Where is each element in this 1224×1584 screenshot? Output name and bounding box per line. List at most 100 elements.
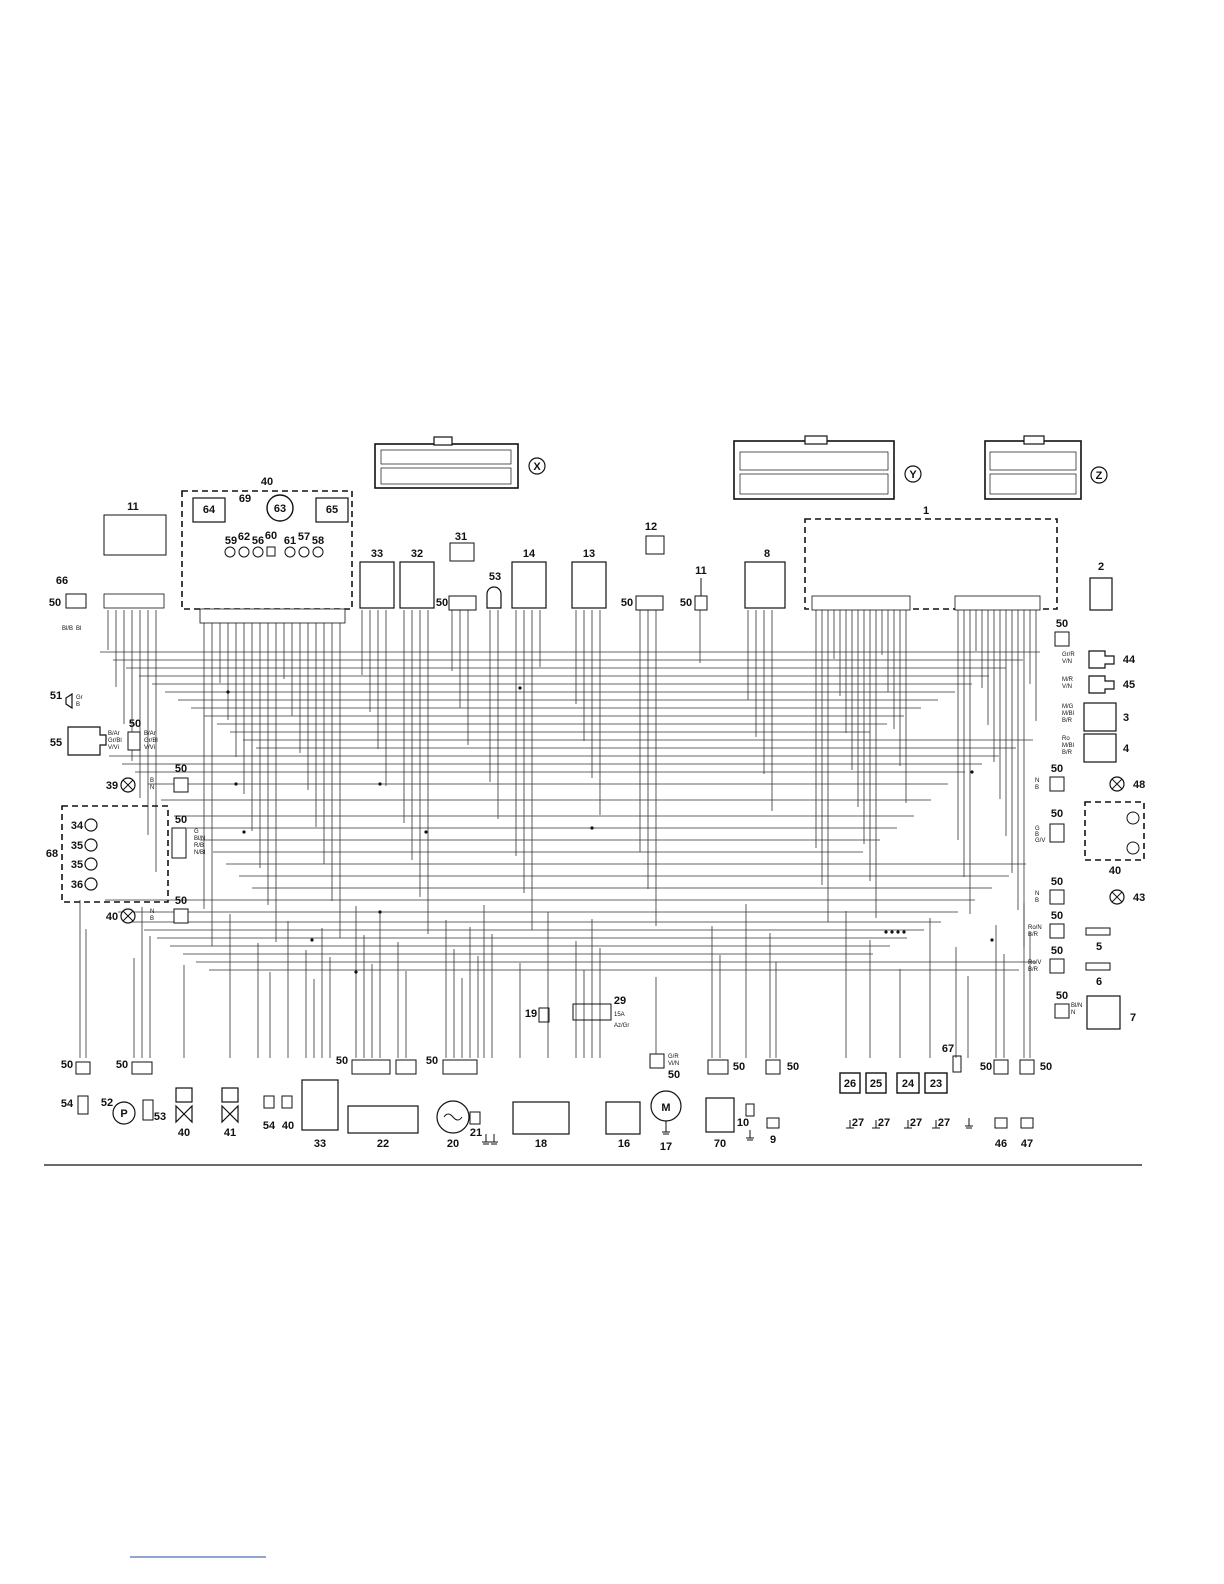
label-57: 56 [252, 535, 264, 547]
wire-29: Az/Gr [614, 1023, 629, 1029]
wire-69-c: R/B [194, 843, 204, 849]
label-55: 54 [61, 1098, 74, 1110]
label-1: 1 [923, 505, 929, 517]
label-50-38: 50 [175, 895, 187, 907]
label-50-69: 50 [175, 814, 187, 826]
component-4: 4 Ro M/Bl B/R [1062, 733, 1130, 763]
label-39: 40 [282, 1120, 294, 1132]
label-14: 13 [583, 548, 595, 560]
relay-15: 14 [511, 548, 547, 609]
wire-7-b: N [1071, 1010, 1075, 1016]
wire-43-b: B [1035, 898, 1039, 904]
wire-56-a: B/Ar [108, 731, 120, 737]
wire-17-b: Vi/N [668, 1061, 679, 1067]
label-41: 40 [1109, 865, 1121, 877]
wire-69-d: N/Bl [194, 850, 205, 856]
label-60: 59 [225, 535, 237, 547]
label-44: 44 [1123, 654, 1136, 666]
wire-5-b: B/R [1028, 932, 1039, 938]
wire-4-b: M/Bl [1062, 743, 1074, 749]
turn-lights-41: 40 50 G B G/V [1035, 801, 1145, 877]
sensor-51: 53 [486, 571, 502, 609]
relay-16: 16 [605, 1101, 641, 1150]
fuse-rating: 15A [614, 1012, 625, 1018]
label-42: 40 [261, 476, 273, 488]
label-50-22: 50 [336, 1055, 348, 1067]
wire-48-a: N [1035, 778, 1039, 784]
label-67: 66 [56, 575, 68, 587]
label-50-43: 50 [1051, 876, 1063, 888]
sensor-54: 54 [263, 1095, 276, 1132]
label-37: 39 [106, 780, 118, 792]
label-50-30: 50 [436, 597, 448, 609]
fuel-pump-52: P 50 52 53 [101, 1059, 166, 1125]
label-50-67: 50 [49, 597, 61, 609]
ecu-unit: 1 [804, 505, 1058, 611]
label-11: 11 [695, 565, 707, 577]
label-46: 46 [995, 1138, 1007, 1150]
wire-6-b: B/R [1028, 967, 1039, 973]
label-9: 9 [770, 1134, 776, 1146]
label-7: 7 [1130, 1012, 1136, 1024]
label-20: 20 [447, 1138, 459, 1150]
label-50-9: 50 [787, 1061, 799, 1073]
wire-56-c: Gr/Bl [108, 738, 122, 744]
junction-67: 66 50 [49, 575, 87, 609]
wire-69-b: Bl/N [194, 836, 205, 842]
motor-symbol: M [661, 1102, 670, 1114]
label-13: 11 [127, 501, 139, 513]
label-8: 8 [764, 548, 770, 560]
wire-41-b: B [1035, 832, 1039, 838]
label-31: 32 [411, 548, 423, 560]
component-55: 50 54 [61, 1059, 91, 1115]
label-66: 65 [326, 504, 338, 516]
label-50-37: 50 [175, 763, 187, 775]
label-47: 47 [1021, 1138, 1033, 1150]
label-33: 33 [314, 1138, 326, 1150]
label-52: 52 [101, 1097, 113, 1109]
label-10: 10 [737, 1117, 749, 1129]
label-4: 4 [1123, 743, 1130, 755]
label-59: 58 [312, 535, 324, 547]
label-50-41: 50 [1051, 808, 1063, 820]
label-58: 57 [298, 531, 310, 543]
label-17: 17 [660, 1141, 672, 1153]
wire-38-a: N [150, 909, 154, 915]
label-50-6: 50 [1051, 945, 1063, 957]
wire-4-a: Ro [1062, 736, 1070, 742]
label-50-20: 50 [426, 1055, 438, 1067]
label-50-70: 50 [733, 1061, 745, 1073]
label-70: 70 [714, 1138, 726, 1150]
wire-49-b: B [76, 702, 80, 708]
wire-38-b: B [150, 916, 154, 922]
component-7: 7 50 Bl/N N [1054, 990, 1136, 1030]
label-48: 48 [1133, 779, 1145, 791]
label-3: 3 [1123, 712, 1129, 724]
coils-23-26: 26 25 24 23 27 27 27 27 [839, 1072, 950, 1129]
label-40b: 41 [224, 1127, 236, 1139]
label-24: 24 [902, 1078, 915, 1090]
label-15: 14 [523, 548, 536, 560]
wire-56-d: Gr/Bl [144, 738, 158, 744]
wire-bundle [79, 610, 1040, 1058]
wire-41-c: G/V [1035, 838, 1045, 844]
switch-70: 70 50 [705, 1059, 745, 1150]
label-50-55: 50 [61, 1059, 73, 1071]
wire-41-a: G [1035, 826, 1040, 832]
switch-10: 10 [737, 1103, 755, 1129]
connector-y-label: Y [909, 469, 917, 481]
horn-49: 51 Gr B [50, 690, 83, 710]
wire-3-a: M/G [1062, 704, 1074, 710]
module-33: 33 [301, 1079, 339, 1150]
sensor-6: 6 50 Ro/V B/R [1028, 945, 1111, 988]
label-50-48: 50 [1051, 763, 1063, 775]
label-68: 67 [942, 1043, 954, 1055]
sensor-46: 46 50 [980, 1059, 1009, 1150]
label-21: 21 [470, 1127, 482, 1139]
wire-44-a: Gr/R [1062, 652, 1075, 658]
label-27c: 27 [910, 1117, 922, 1129]
wire-67-a: Bl/B [62, 626, 73, 632]
label-49: 51 [50, 690, 62, 702]
label-56: 55 [50, 737, 62, 749]
component-68: 67 [942, 1043, 962, 1073]
